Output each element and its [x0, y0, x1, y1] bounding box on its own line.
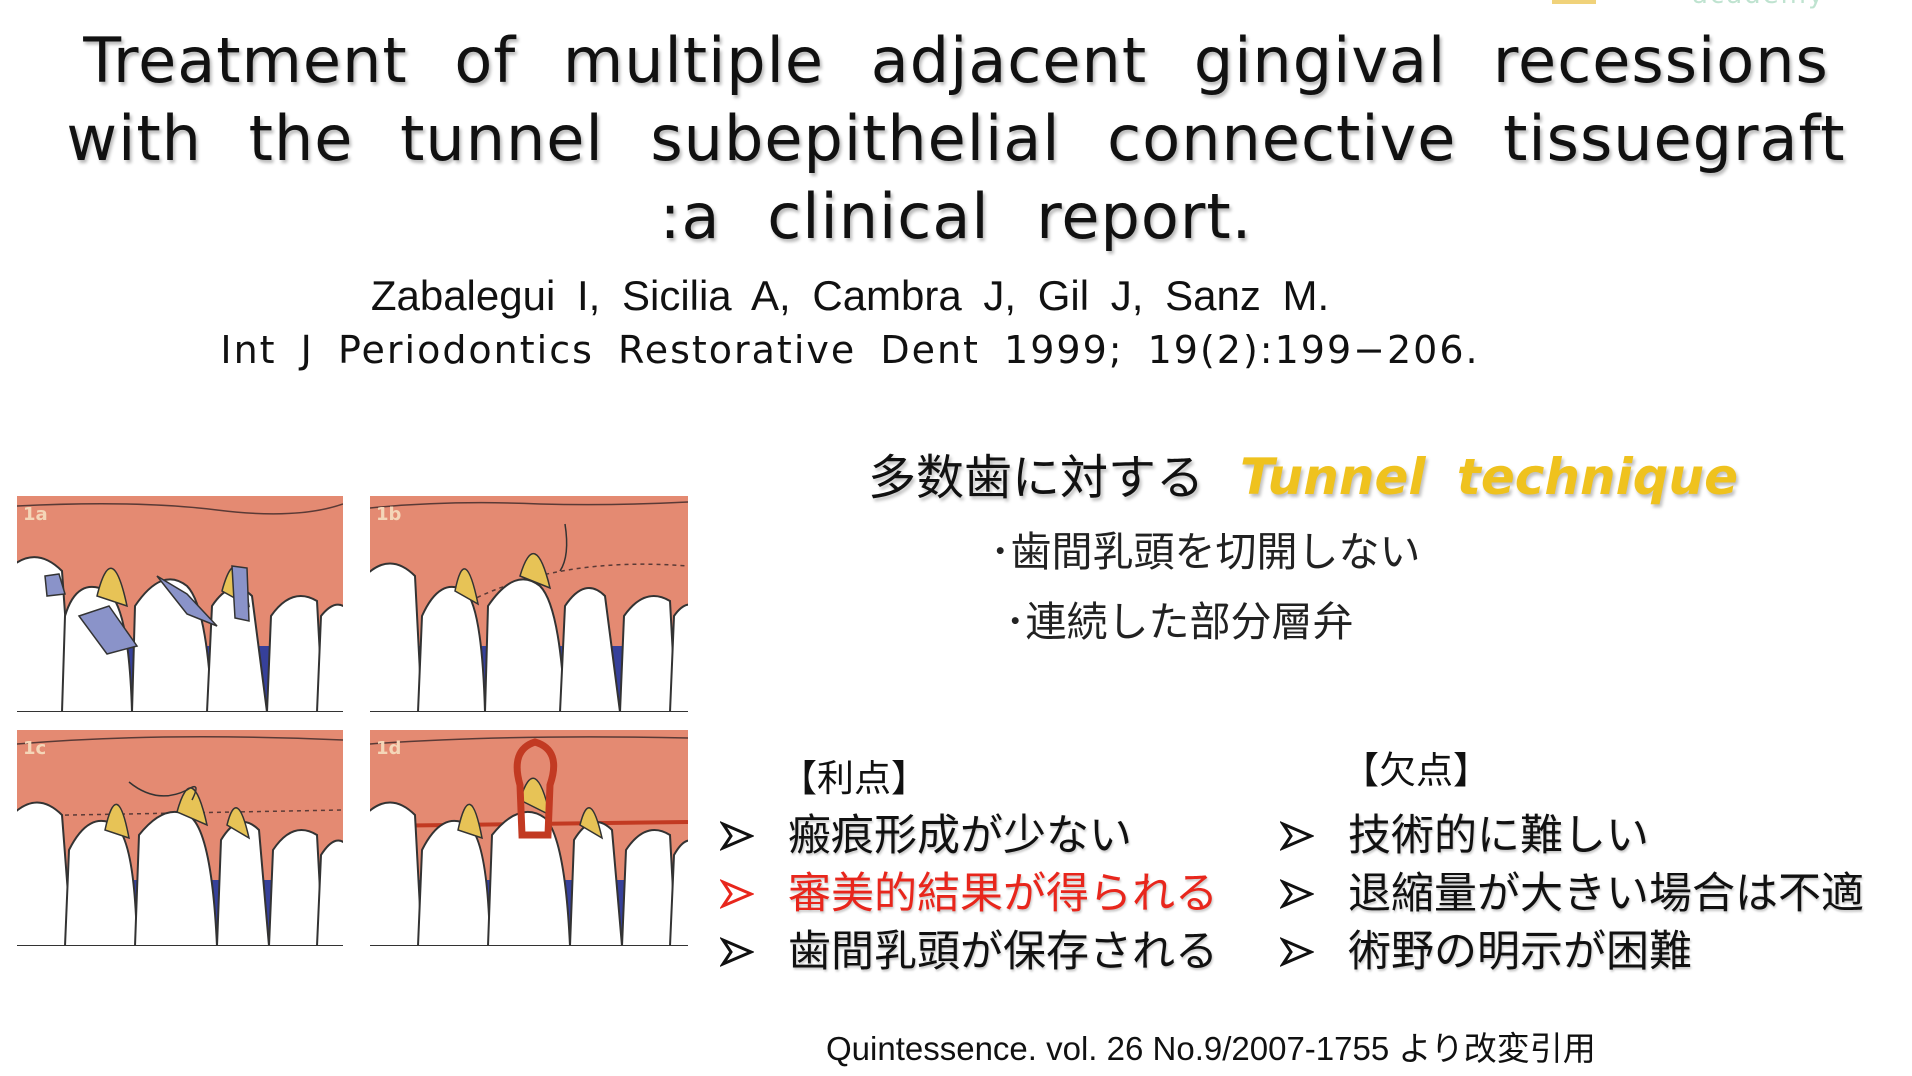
feature-item: ･歯間乳頭を切開しない [990, 528, 1421, 576]
panel-1b-label: 1b [376, 504, 402, 525]
arrowhead-bullet-icon [720, 937, 754, 967]
paper-journal: Int J Periodontics Restorative Dent 1999… [220, 328, 1480, 372]
disadvantage-text: 技術的に難しい [1348, 811, 1649, 861]
figure-panel-1d: 1d [370, 730, 688, 946]
logo-text: academy [1692, 0, 1825, 10]
arrowhead-bullet-icon [1280, 937, 1314, 967]
technique-heading-en: Tunnel technique [1240, 448, 1738, 506]
title-line-2: with the tunnel subepithelial connective… [66, 102, 1846, 175]
disadvantage-item: 技術的に難しい [1280, 807, 1912, 865]
source-citation: Quintessence. vol. 26 No.9/2007-1755 より改… [826, 1030, 1596, 1067]
advantage-item: 歯間乳頭が保存される [720, 923, 1280, 981]
feature-item: ･連続した部分層弁 [1005, 598, 1354, 646]
arrowhead-bullet-icon [1280, 821, 1314, 851]
panel-1c-illustration [17, 730, 343, 946]
advantage-text: 歯間乳頭が保存される [788, 927, 1218, 977]
paper-authors: Zabalegui I, Sicilia A, Cambra J, Gil J,… [370, 272, 1330, 319]
figure-panel-1a: 1a [17, 496, 343, 712]
figure-panel-1b: 1b [370, 496, 688, 712]
advantage-item-highlighted: 審美的結果が得られる [720, 865, 1280, 923]
disadvantage-text: 術野の明示が困難 [1348, 927, 1692, 977]
disadvantage-item: 術野の明示が困難 [1280, 923, 1912, 981]
advantages-list: 瘢痕形成が少ない 審美的結果が得られる 歯間乳頭が保存される [720, 807, 1280, 981]
disadvantages-list: 技術的に難しい 退縮量が大きい場合は不適 術野の明示が困難 [1280, 807, 1912, 981]
disadvantage-text: 退縮量が大きい場合は不適 [1348, 869, 1864, 919]
panel-1a-illustration [17, 496, 343, 712]
arrowhead-bullet-icon [1280, 879, 1314, 909]
panel-1a-label: 1a [23, 504, 48, 525]
panel-1d-illustration [370, 730, 688, 946]
arrowhead-bullet-icon [720, 821, 754, 851]
title-line-1: Treatment of multiple adjacent gingival … [83, 24, 1829, 97]
panel-1b-illustration [370, 496, 688, 712]
panel-1c-label: 1c [23, 738, 47, 759]
disadvantages-header: 【欠点】 [1342, 749, 1490, 792]
figure-panel-1c: 1c [17, 730, 343, 946]
advantage-item: 瘢痕形成が少ない [720, 807, 1280, 865]
advantages-header: 【利点】 [780, 757, 928, 800]
disadvantage-item: 退縮量が大きい場合は不適 [1280, 865, 1912, 923]
academy-logo: academy [1552, 0, 1852, 10]
technique-heading: 多数歯に対する Tunnel technique [868, 438, 1738, 508]
title-line-3: :a clinical report. [659, 180, 1253, 253]
logo-mark-icon [1552, 0, 1596, 4]
advantage-text: 瘢痕形成が少ない [788, 811, 1132, 861]
panel-1d-label: 1d [376, 738, 402, 759]
arrowhead-bullet-icon [720, 879, 754, 909]
paper-title: Treatment of multiple adjacent gingival … [0, 22, 1912, 256]
advantage-text: 審美的結果が得られる [788, 869, 1218, 919]
technique-heading-jp: 多数歯に対する [868, 450, 1205, 506]
